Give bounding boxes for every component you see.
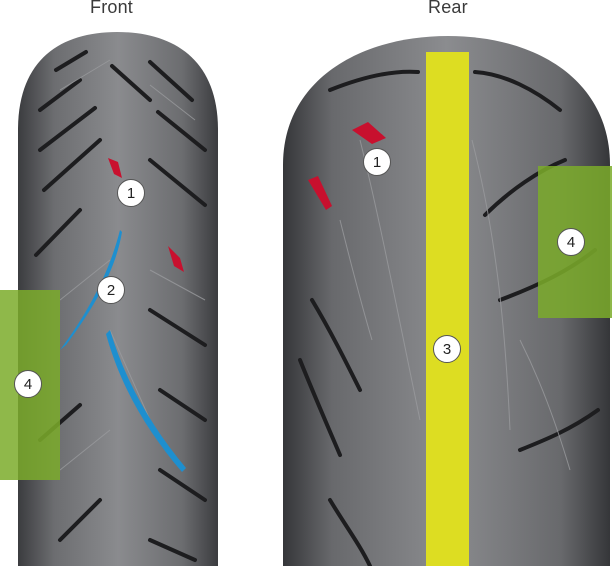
rear-callout-4: 4 xyxy=(557,228,585,256)
front-zone-2-marker xyxy=(106,330,186,472)
rear-callout-3: 3 xyxy=(433,335,461,363)
front-zone-1-marker xyxy=(168,246,184,272)
rear-callout-1: 1 xyxy=(363,148,391,176)
front-sipe-lines xyxy=(59,59,206,471)
rear-tire xyxy=(283,36,612,566)
front-callout-2: 2 xyxy=(97,276,125,304)
front-callout-4: 4 xyxy=(14,370,42,398)
front-tire-title: Front xyxy=(90,0,134,17)
rear-tire-title: Rear xyxy=(428,0,468,17)
rear-zone-1-marker xyxy=(308,176,332,210)
front-callout-1: 1 xyxy=(117,179,145,207)
rear-zone-1-marker xyxy=(352,122,386,144)
front-zone-1-marker xyxy=(108,158,122,178)
rear-zone-3-band xyxy=(426,52,469,566)
